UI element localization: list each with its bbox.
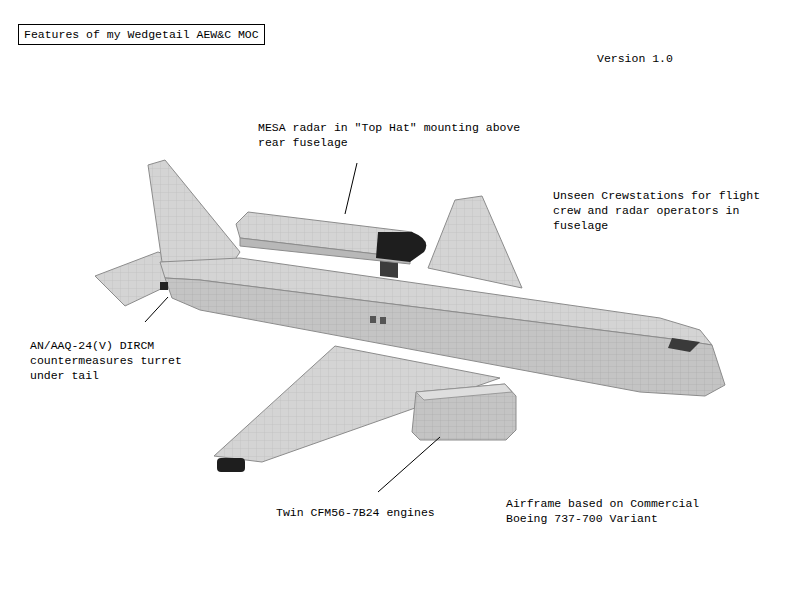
callout-text: AN/AAQ-24(V) DIRCM countermeasures turre… bbox=[30, 338, 189, 383]
callout-text: Unseen Crewstations for flight crew and … bbox=[553, 188, 767, 233]
callout-text: MESA radar in "Top Hat" mounting above r… bbox=[258, 120, 527, 150]
callout-text: Twin CFM56-7B24 engines bbox=[276, 505, 435, 520]
version-note: Version 1.0 bbox=[597, 51, 673, 66]
note-text: Airframe based on Commercial Boeing 737-… bbox=[506, 496, 706, 526]
title-box: Features of my Wedgetail AEW&C MOC bbox=[18, 24, 265, 45]
